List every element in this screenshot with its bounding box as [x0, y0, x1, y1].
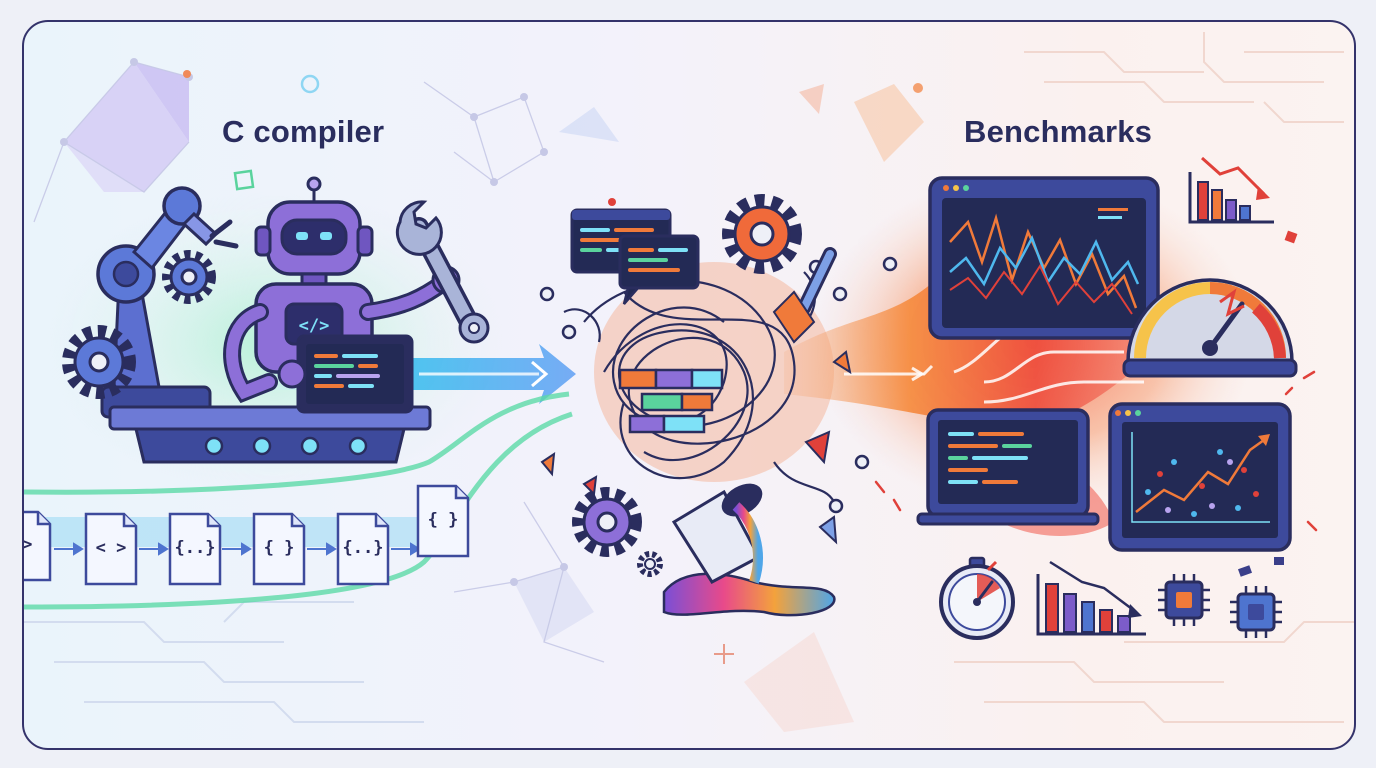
circuit-traces-bottom-left: [24, 601, 424, 723]
monitor-icon: [928, 176, 1160, 340]
wrench-icon: [797, 247, 837, 315]
gear-icon: [162, 250, 216, 304]
file-icon-label: >: [22, 534, 33, 555]
fire-flow-lines: [844, 320, 1144, 404]
illustration-frame: </>: [22, 20, 1356, 750]
stopwatch-icon: [939, 556, 1015, 640]
file-icon: {..}: [168, 512, 222, 586]
file-icon: {..}: [336, 512, 390, 586]
gear-icon: [722, 194, 802, 274]
cpu-chip-icon: [1158, 574, 1210, 626]
paint-bucket-icon: [662, 483, 836, 617]
file-icon-label: {..}: [174, 538, 216, 558]
monitor-icon: [916, 408, 1100, 526]
gear-icon: [637, 551, 663, 577]
cpu-chip-icon: [1230, 586, 1282, 638]
gear-icon: [62, 325, 136, 399]
circuit-traces-bottom-right: [954, 621, 1354, 723]
monitor-icon: [1108, 402, 1292, 552]
file-icon: { }: [416, 484, 470, 558]
file-icon: < >: [84, 512, 138, 586]
file-icon-label: < >: [95, 538, 127, 558]
speedometer-icon: [1122, 278, 1298, 378]
scatter-dashes: [874, 370, 1318, 532]
conveyor-platform: [108, 405, 432, 464]
code-window-icon: [618, 234, 700, 305]
background-polygons: [64, 62, 924, 732]
laptop-icon: [277, 334, 414, 414]
bar-chart-icon: [1188, 156, 1274, 224]
circuit-traces-top-right: [1024, 32, 1344, 123]
heading-benchmarks: Benchmarks: [964, 114, 1153, 149]
wrench-icon: [395, 200, 490, 344]
file-pipeline: [54, 542, 421, 556]
code-tag-glyph: </>: [299, 316, 330, 336]
file-icon-label: {..}: [342, 538, 384, 558]
code-blocks-icon: [618, 368, 724, 434]
explosion-shards: [540, 290, 852, 545]
gear-icon: [572, 487, 642, 557]
background-network-lines: [33, 61, 605, 663]
bar-chart-icon: [1036, 560, 1146, 636]
heading-c-compiler: C compiler: [222, 114, 385, 149]
file-icon: >: [22, 510, 52, 582]
confetti-shapes: [183, 70, 1298, 577]
file-icon: { }: [252, 512, 306, 586]
file-icon-label: { }: [263, 538, 295, 558]
benchmarks-cluster: [714, 156, 1318, 664]
arrow-connectors: [54, 542, 421, 556]
plus-mark: [714, 644, 734, 664]
background-network-nodes: [60, 58, 568, 586]
file-icon-label: { }: [427, 510, 459, 530]
